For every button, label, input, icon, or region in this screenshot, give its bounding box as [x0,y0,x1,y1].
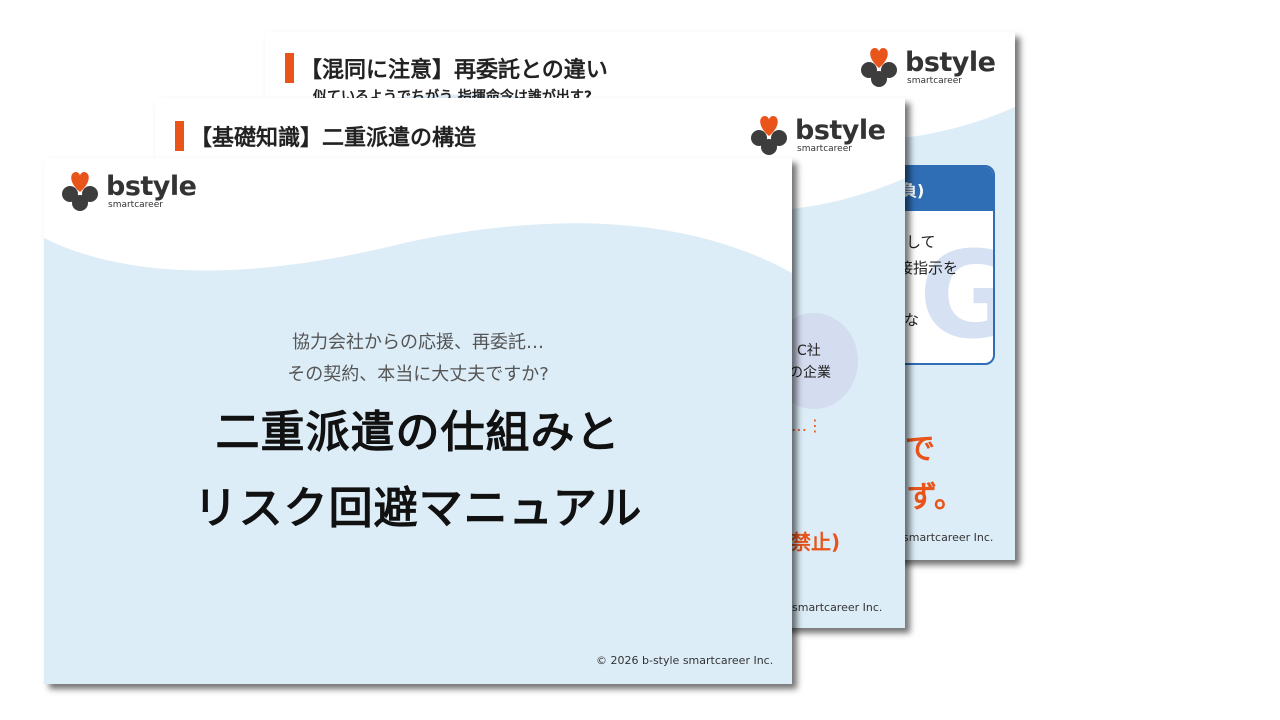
background-wave [44,223,792,684]
orange-text: 禁止) [791,530,841,554]
headline: 二重派遣の仕組みと [215,407,621,458]
slide-title: 【混同に注意】再委託との違い [285,52,608,84]
circle-line: C社 [797,343,821,359]
box-watermark: G [919,227,993,363]
orange-text: ず。 [907,480,964,515]
circle-line: の企業 [789,365,831,381]
slide-subtitle: 似ているようでちがう 指揮命令は誰が出す? [313,89,592,99]
slide-title: 【基礎知識】二重派遣の構造 [175,120,476,152]
title-accent-bar [285,53,294,83]
orange-text: で [905,432,935,467]
brand-logo: bstyle smartcareer [747,114,886,156]
headline: リスク回避マニュアル [193,483,643,534]
brand-logo: bstyle smartcareer [857,46,996,88]
clover-heart-icon [861,48,897,87]
slide-front: bstyle smartcareer 協力会社からの応援、再委託… その契約、本… [44,158,792,684]
dotted-connector: …⋮ [791,416,823,435]
clover-heart-icon [751,116,787,155]
brand-logo: bstyle smartcareer [58,170,197,212]
slide-footer: smartcareer Inc. [792,601,883,614]
lead-text: 協力会社からの応援、再委託… [292,332,544,353]
slide-footer: © 2026 b-style smartcareer Inc. [596,654,774,667]
slide-footer: smartcareer Inc. [903,531,994,544]
title-accent-bar [175,121,184,151]
lead-text: その契約、本当に大丈夫ですか? [287,364,549,385]
clover-heart-icon [62,172,98,211]
box-line: な [904,311,920,329]
